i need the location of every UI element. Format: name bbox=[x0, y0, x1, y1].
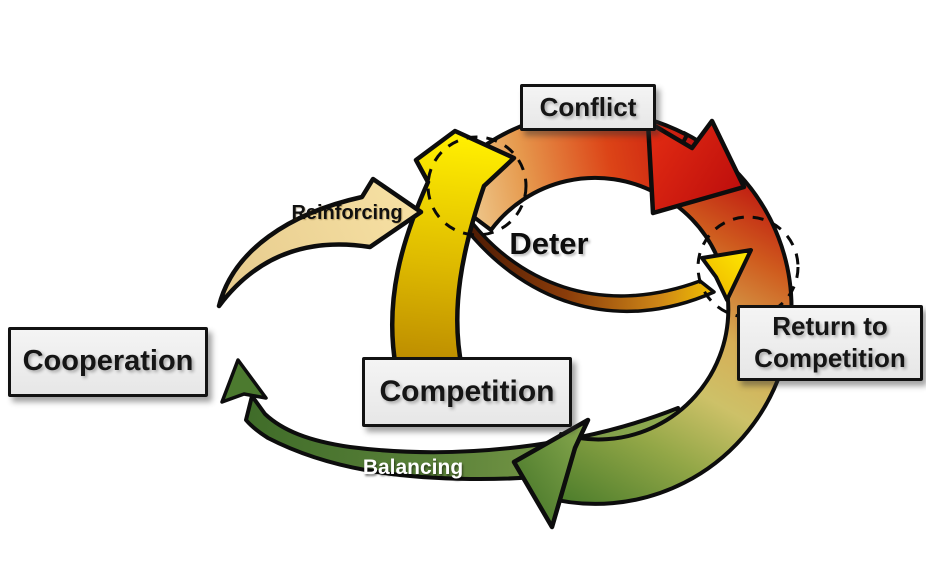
cycle-top-arc bbox=[436, 109, 689, 232]
node-cooperation: Cooperation bbox=[8, 327, 208, 397]
escalation-arrow bbox=[389, 128, 517, 371]
node-competition: Competition bbox=[362, 357, 572, 427]
label-deter: Deter bbox=[509, 226, 589, 261]
deter-arrowhead bbox=[700, 248, 753, 302]
balancing-arrowhead bbox=[220, 358, 268, 404]
conflict-arrowhead bbox=[645, 118, 747, 216]
node-cooperation-label: Cooperation bbox=[22, 345, 194, 378]
node-return-line2: Competition bbox=[754, 343, 906, 373]
label-reinforcing: Reinforcing bbox=[291, 202, 403, 224]
dashed-circle-return bbox=[696, 215, 800, 319]
node-competition-label: Competition bbox=[379, 374, 555, 408]
node-conflict: Conflict bbox=[520, 84, 656, 131]
reinforcing-arrow bbox=[216, 176, 424, 309]
label-balancing: Balancing bbox=[362, 456, 464, 479]
node-conflict-label: Conflict bbox=[539, 91, 637, 122]
cycle-green-arrowhead bbox=[511, 417, 591, 530]
node-return-label: Return to Competition bbox=[754, 311, 906, 374]
node-return-line1: Return to bbox=[772, 311, 888, 342]
node-return-to-competition: Return to Competition bbox=[737, 305, 923, 381]
deter-arrow bbox=[457, 210, 716, 314]
dashed-circle-escalation bbox=[426, 135, 528, 237]
